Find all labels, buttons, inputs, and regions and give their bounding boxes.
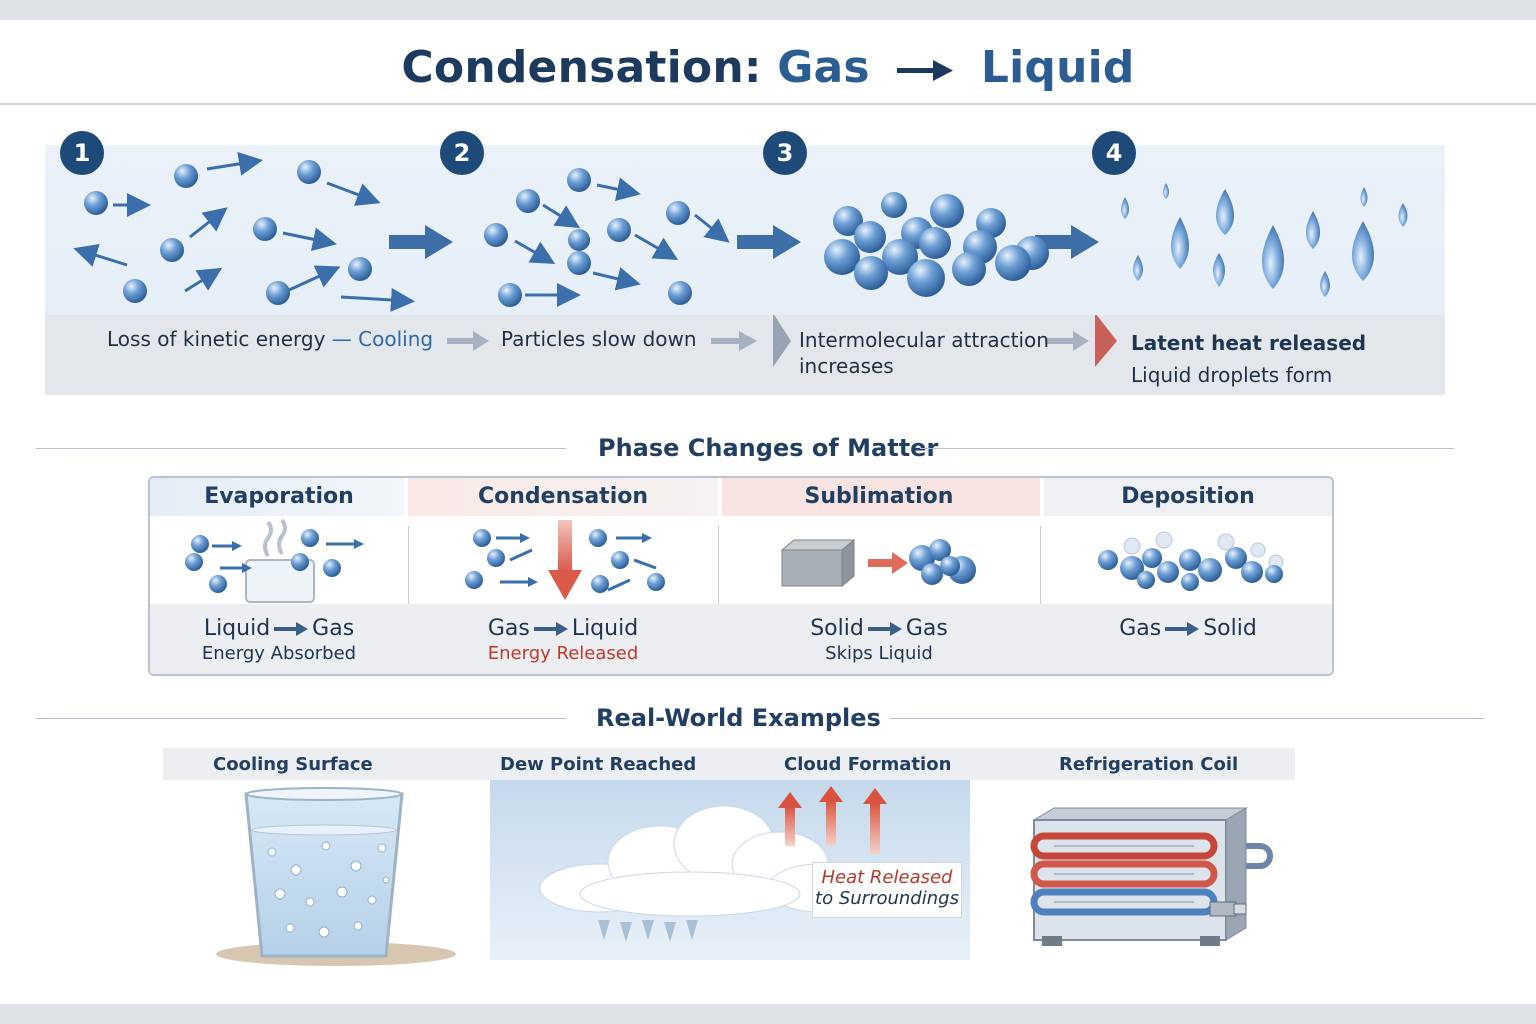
step-1-accent: Cooling [358, 327, 434, 351]
title-part-a: Condensation: [401, 42, 762, 93]
example-label-cooling-surface: Cooling Surface [213, 754, 373, 775]
phase-name: Sublimation [804, 484, 954, 509]
examples-section-header: Real-World Examples [0, 704, 1536, 734]
process-caption-bar [45, 315, 1445, 395]
heat-released-callout: Heat Released to Surroundings [812, 862, 962, 918]
refrigeration-coil-icon [1030, 807, 1273, 946]
sublimation-icon [780, 538, 976, 588]
phase-name: Condensation [477, 484, 649, 509]
process-particles-art [73, 151, 1408, 312]
title-rule [0, 103, 1536, 105]
phase-section-header: Phase Changes of Matter [0, 434, 1536, 464]
step-4-badge: 4 [1092, 131, 1136, 175]
heat-callout-line2: to Surroundings [815, 888, 959, 909]
step-1-text: Loss of kinetic energy [107, 327, 326, 351]
step-1-badge: 1 [60, 131, 104, 175]
example-label-cloud-formation: Cloud Formation [784, 754, 952, 775]
step2-arrows [514, 177, 730, 307]
example-label-refrigeration: Refrigeration Coil [1059, 754, 1239, 775]
step-2-badge: 2 [440, 131, 484, 175]
example-label-dew-point: Dew Point Reached [500, 754, 697, 775]
title-part-c: Liquid [980, 42, 1135, 93]
phase-name: Deposition [1121, 484, 1255, 509]
step-3-line2: increases [799, 354, 894, 378]
caption-arrows [447, 315, 1117, 367]
step-1-caption: Loss of kinetic energy — Cooling [107, 327, 433, 351]
heat-callout-line1: Heat Released [821, 867, 953, 888]
page-title: Condensation: Gas Liquid [0, 42, 1536, 93]
phase-header-tints [150, 478, 1332, 516]
title-part-b: Gas [777, 42, 870, 93]
evaporation-icon [185, 518, 364, 603]
title-arrow-icon [897, 60, 954, 81]
examples-section-title: Real-World Examples [596, 704, 881, 732]
phase-name: Evaporation [204, 484, 354, 509]
transition-arrows [389, 225, 1099, 259]
step-3-line1: Intermolecular attraction [799, 328, 1049, 352]
phase-note: Energy Released [487, 643, 639, 664]
step-1-dash: — [331, 327, 352, 351]
step-3-caption: Intermolecular attraction increases [799, 327, 1049, 379]
phase-note: Energy Absorbed [201, 643, 357, 664]
glass-icon [216, 787, 456, 966]
step1-gas-particles [73, 151, 415, 312]
step1-particle-balls [84, 160, 372, 305]
examples-label-band [163, 748, 1295, 780]
step2-particle-balls [484, 168, 692, 307]
process-panel: 1 2 3 4 Loss of kinetic energy — Cooling… [45, 131, 1445, 395]
step4-droplets [1121, 183, 1408, 297]
phase-section-title: Phase Changes of Matter [598, 434, 939, 462]
step-4-caption: Latent heat released Liquid droplets for… [1131, 327, 1366, 391]
bottom-band [0, 1004, 1536, 1024]
deposition-icon [1098, 531, 1284, 591]
condensation-icon [465, 520, 665, 600]
step3-cluster [824, 192, 1049, 297]
step-4-line2: Liquid droplets form [1131, 363, 1333, 387]
phase-note: Skips Liquid [825, 643, 933, 664]
step-3-badge: 3 [763, 131, 807, 175]
step-4-line1: Latent heat released [1131, 331, 1367, 355]
step-2-caption: Particles slow down [501, 327, 697, 351]
